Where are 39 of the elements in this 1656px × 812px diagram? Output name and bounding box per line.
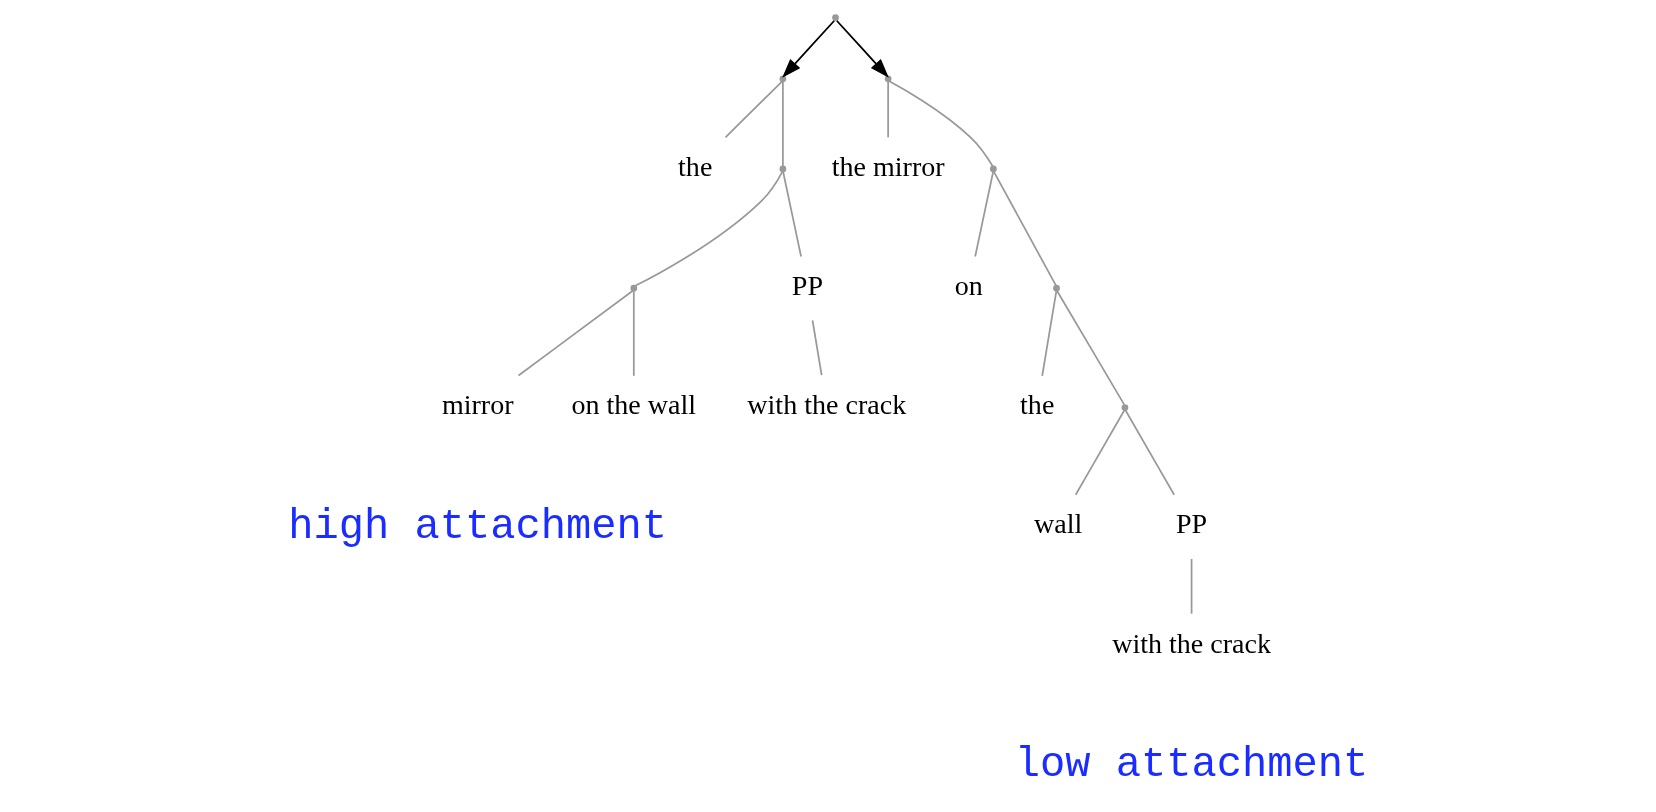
- connector: [781, 80, 784, 168]
- connector: [811, 319, 822, 377]
- node-point: [1052, 284, 1060, 292]
- node-text: with the crack: [746, 389, 906, 421]
- connector: [1074, 409, 1125, 496]
- node-text: mirror: [441, 389, 514, 421]
- node-point: [884, 75, 892, 83]
- node-text: on: [954, 269, 983, 301]
- node-text: PP: [1175, 508, 1207, 540]
- connector: [886, 80, 889, 139]
- connector: [888, 80, 994, 168]
- connector: [1123, 409, 1175, 496]
- connector: [973, 171, 994, 258]
- node-text: the: [1019, 389, 1054, 421]
- arrow: [835, 19, 889, 78]
- node-point: [1121, 404, 1128, 411]
- connector: [632, 290, 635, 377]
- connector: [724, 80, 783, 139]
- node-point: [989, 165, 997, 173]
- label: low attachment: [1014, 741, 1368, 790]
- node-text: wall: [1033, 508, 1082, 540]
- node-text: with the crack: [1111, 627, 1271, 659]
- connector: [1055, 289, 1125, 406]
- node-point: [831, 14, 839, 21]
- connector: [781, 171, 802, 258]
- label: high attachment: [287, 502, 667, 551]
- node-point: [779, 165, 786, 173]
- node-text: the mirror: [831, 150, 945, 182]
- node-text: PP: [791, 269, 823, 301]
- connector: [517, 289, 634, 377]
- connector: [992, 171, 1057, 287]
- node-point: [779, 75, 786, 83]
- connector: [633, 170, 783, 287]
- node-text: the: [677, 150, 712, 182]
- connector: [1190, 558, 1192, 615]
- arrow: [781, 19, 835, 78]
- node-text: on the wall: [571, 389, 696, 421]
- node-point: [629, 284, 637, 292]
- connector: [1040, 290, 1057, 377]
